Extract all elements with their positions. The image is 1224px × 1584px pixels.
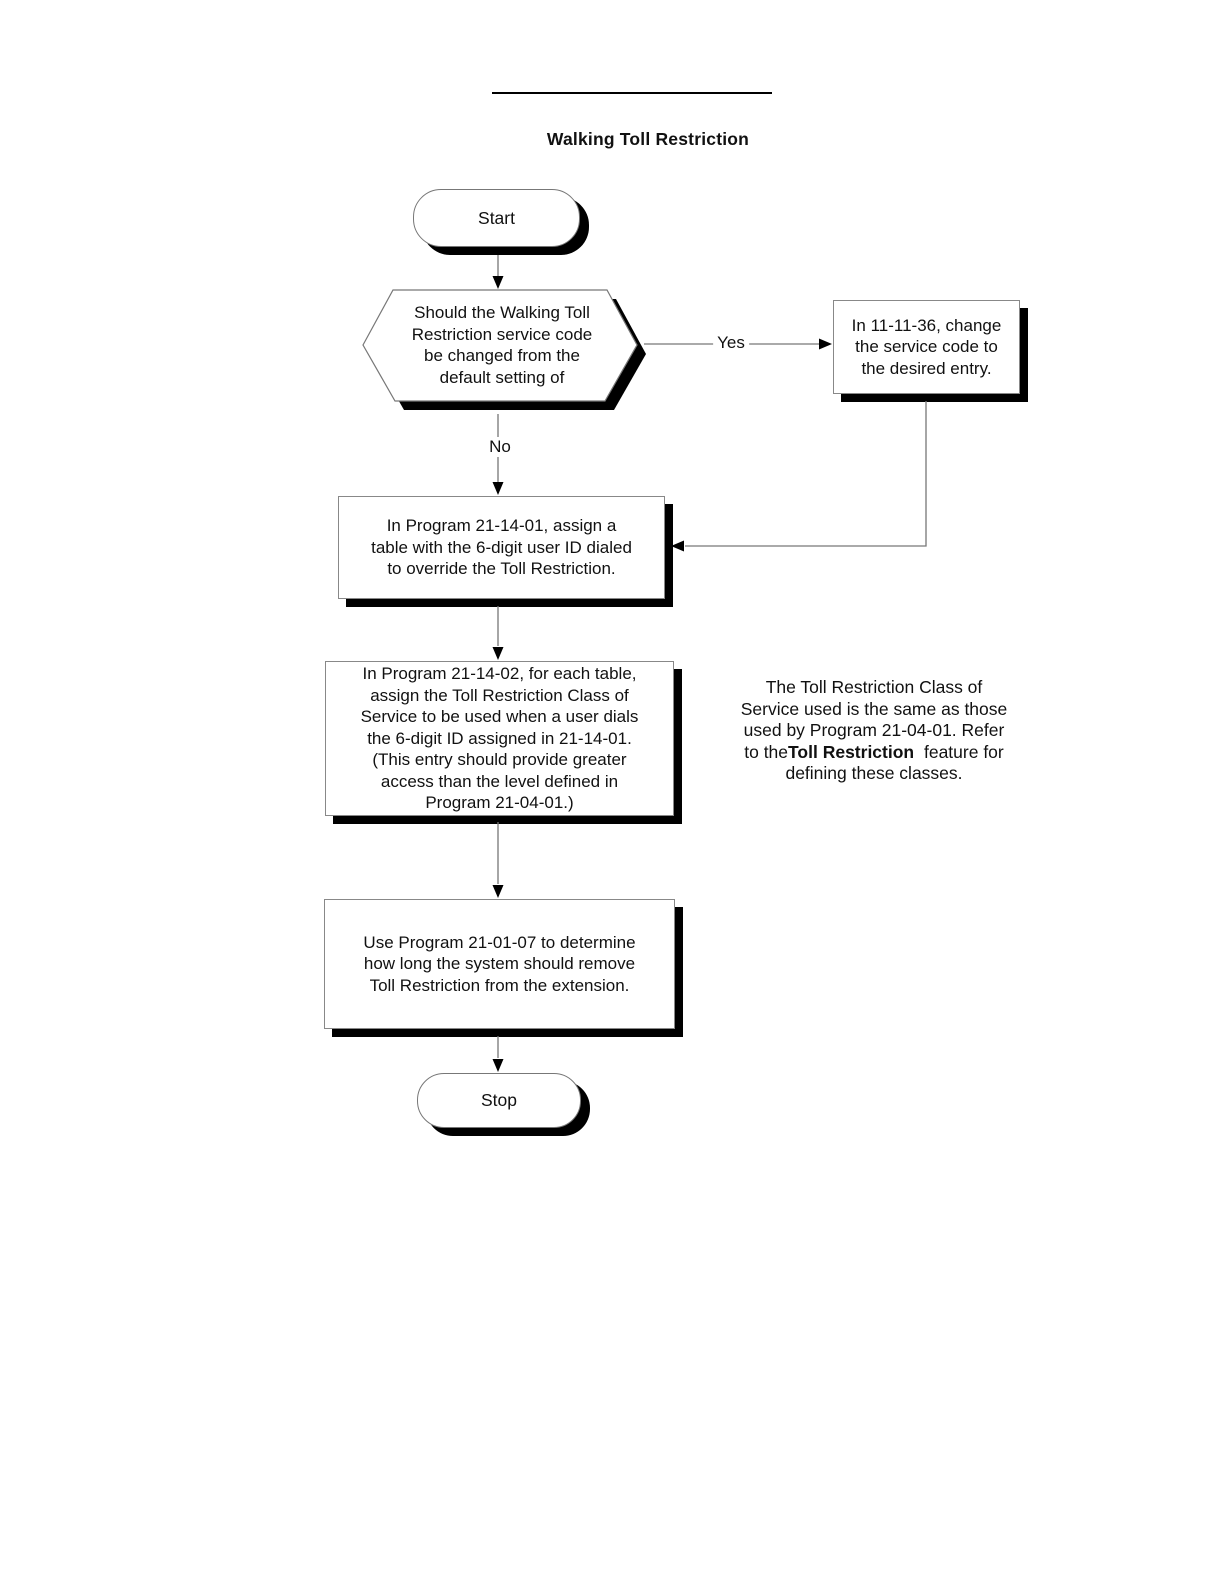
side-note-line: defining these classes. [785, 763, 963, 783]
start-terminal: Start [413, 189, 580, 247]
arrowhead-into-changecode [819, 338, 832, 350]
decision-text: Should the Walking Toll Restriction serv… [411, 303, 593, 387]
arrowhead-into-stop [492, 1059, 504, 1072]
side-note-line4-bold: Toll Restriction [788, 741, 915, 762]
side-note-line: Service used is the same as those [740, 698, 1008, 719]
process-box-change-service-code: In 11-11-36, change the service code to … [833, 300, 1020, 394]
side-note-line: The Toll Restriction Class of [765, 677, 983, 697]
stop-terminal: Stop [417, 1073, 581, 1128]
title-underline-rule [492, 92, 772, 94]
side-note-line4-pre: to the [744, 741, 789, 762]
side-note-line: used by Program 21-04-01. Refer [743, 720, 1005, 740]
decision-hexagon [362, 289, 646, 410]
no-edge-label: No [485, 437, 515, 457]
process-box-assign-table-text: In Program 21-14-01, assign a table with… [371, 516, 632, 579]
side-note: The Toll Restriction Class of Service us… [722, 677, 1026, 785]
process-box-change-service-code-text: In 11-11-36, change the service code to … [851, 315, 1002, 378]
arrowhead-feedback-into-assigntable [671, 540, 684, 552]
process-box-assign-table: In Program 21-14-01, assign a table with… [338, 496, 665, 599]
arrowhead-into-assignclass [492, 647, 504, 660]
process-box-restriction-duration: Use Program 21-01-07 to determine how lo… [324, 899, 675, 1029]
start-label: Start [478, 207, 515, 228]
page-title: Walking Toll Restriction [546, 129, 750, 149]
stop-label: Stop [481, 1090, 517, 1110]
arrowhead-into-duration [492, 885, 504, 898]
edge-changecode-to-assigntable [685, 401, 927, 547]
process-box-assign-class-of-service-text: In Program 21-14-02, for each table, ass… [360, 664, 639, 813]
side-note-line4-post: feature for [919, 741, 1004, 762]
process-box-restriction-duration-text: Use Program 21-01-07 to determine how lo… [363, 932, 636, 995]
decision-hexagon-body [362, 289, 638, 402]
yes-edge-label: Yes [713, 333, 749, 353]
process-box-assign-class-of-service: In Program 21-14-02, for each table, ass… [325, 661, 674, 816]
arrowhead-no-into-assigntable [492, 482, 504, 495]
side-note-line: to theToll Restriction feature for [722, 742, 1026, 764]
